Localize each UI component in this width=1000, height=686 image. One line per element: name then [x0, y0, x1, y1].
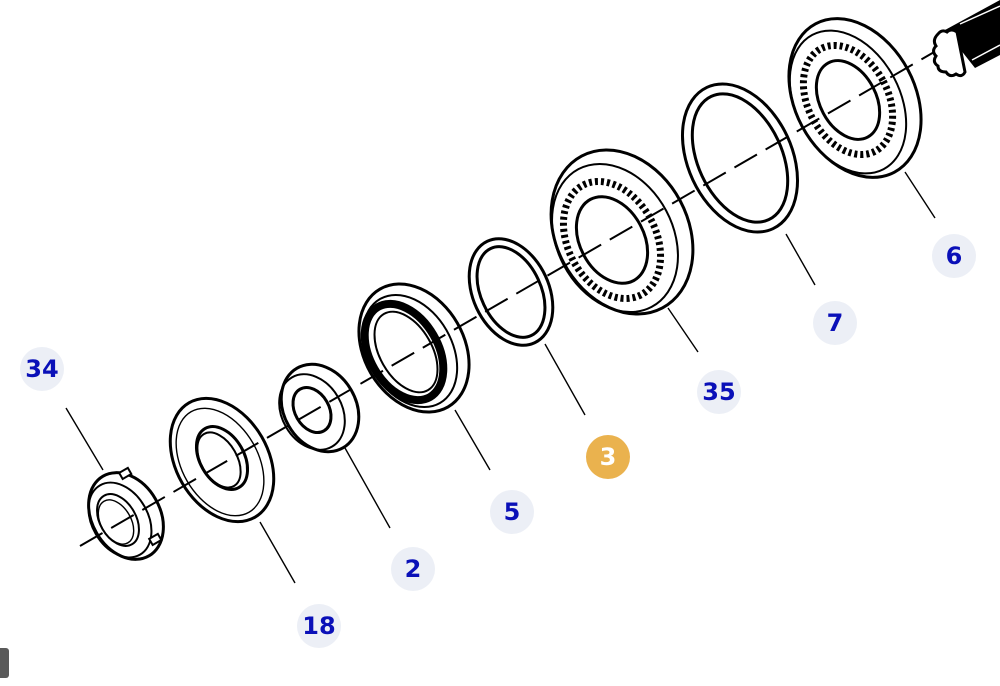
callout-7[interactable]: 7 — [813, 301, 857, 345]
callout-34[interactable]: 34 — [20, 347, 64, 391]
part-18-washer[interactable] — [149, 380, 296, 584]
part-5-oil-seal[interactable] — [337, 264, 492, 471]
side-panel-toggle-handle[interactable] — [0, 648, 9, 678]
callout-18[interactable]: 18 — [297, 604, 341, 648]
part-2-spacer[interactable] — [266, 350, 391, 529]
splined-shaft-icon — [932, 0, 1000, 78]
callout-6[interactable]: 6 — [932, 234, 976, 278]
callout-2[interactable]: 2 — [391, 547, 435, 591]
part-34-lock-nut[interactable] — [65, 407, 178, 573]
callout-35[interactable]: 35 — [697, 370, 741, 414]
assembly-axis-line — [79, 39, 956, 547]
part-7-ring[interactable] — [660, 65, 820, 286]
part-6-roller-bearing[interactable] — [763, 0, 948, 219]
callout-3-selected[interactable]: 3 — [586, 435, 630, 479]
callout-5[interactable]: 5 — [490, 490, 534, 534]
part-3-ring[interactable] — [453, 225, 586, 416]
